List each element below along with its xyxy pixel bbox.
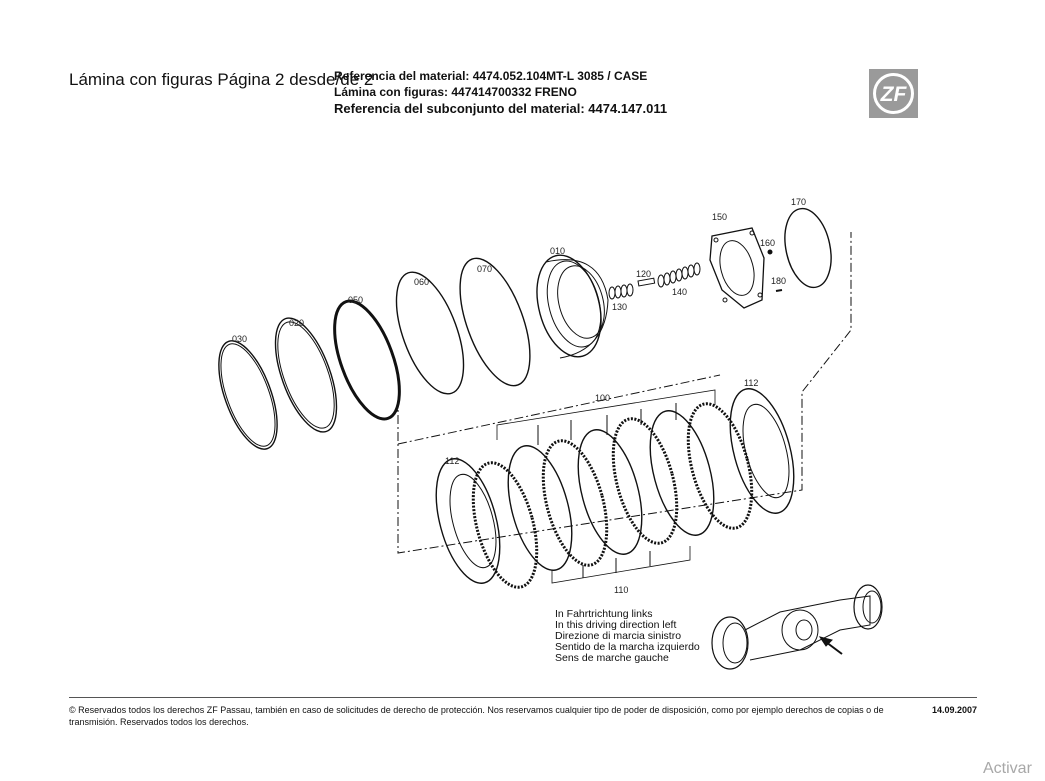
- label-180: 180: [771, 276, 786, 286]
- label-150: 150: [712, 212, 727, 222]
- label-120: 120: [636, 269, 651, 279]
- axle-illustration: [711, 584, 883, 670]
- disc-pack: [435, 388, 795, 589]
- copyright-notice: © Reservados todos los derechos ZF Passa…: [69, 705, 884, 727]
- direction-line-it: Direzione di marcia sinistro: [555, 630, 682, 642]
- direction-line-de: In Fahrtrichtung links: [555, 608, 653, 620]
- label-140: 140: [672, 287, 687, 297]
- zf-logo-text: ZF: [880, 83, 908, 106]
- sheet-title: Lámina con figuras Página 2 desde/de 2: [69, 70, 374, 89]
- cover-150: [709, 227, 765, 309]
- footer: © Reservados todos los derechos ZF Passa…: [69, 704, 977, 728]
- label-112-right: 112: [744, 378, 758, 388]
- label-100: 100: [595, 393, 610, 403]
- zf-logo: ZF: [869, 69, 918, 118]
- label-110: 110: [614, 585, 628, 595]
- label-160: 160: [760, 238, 775, 248]
- label-170: 170: [791, 197, 806, 207]
- spring-140: [657, 262, 701, 288]
- part-180: [775, 289, 783, 292]
- ring-070: [459, 257, 531, 387]
- figure-sheet-reference: Lámina con figuras: 447414700332 FRENO: [334, 85, 577, 99]
- label-112-left: 112: [445, 456, 459, 466]
- ring-050: [333, 299, 401, 421]
- direction-line-en: In this driving direction left: [555, 619, 677, 631]
- ring-020: [274, 317, 338, 433]
- label-010: 010: [550, 246, 565, 256]
- zf-logo-icon: ZF: [873, 73, 914, 114]
- direction-line-es: Sentido de la marcha izquierdo: [555, 641, 700, 653]
- ring-030: [218, 340, 278, 450]
- label-030: 030: [232, 334, 247, 344]
- driving-direction-note: In Fahrtrichtung links In this driving d…: [555, 609, 700, 664]
- ring-170: [784, 207, 832, 289]
- pin-120: [637, 277, 656, 287]
- part-160: [767, 249, 773, 255]
- subassembly-reference: Referencia del subconjunto del material:…: [334, 101, 668, 116]
- label-070: 070: [477, 264, 492, 274]
- exploded-brake-drawing: 030 020 050 060 070 010 120 130 140 150 …: [218, 197, 883, 670]
- direction-line-fr: Sens de marche gauche: [555, 652, 669, 664]
- footer-date: 14.09.2007: [931, 705, 977, 715]
- material-reference: Referencia del material: 4474.052.104MT-…: [334, 69, 648, 83]
- label-060: 060: [414, 277, 429, 287]
- piston-010: [536, 254, 609, 359]
- label-130: 130: [612, 302, 627, 312]
- spring-130: [608, 283, 634, 300]
- ring-060: [395, 271, 465, 395]
- label-050: 050: [348, 295, 363, 305]
- footer-divider: [69, 697, 977, 698]
- activation-watermark: Activar: [983, 760, 1032, 777]
- label-020: 020: [289, 318, 304, 328]
